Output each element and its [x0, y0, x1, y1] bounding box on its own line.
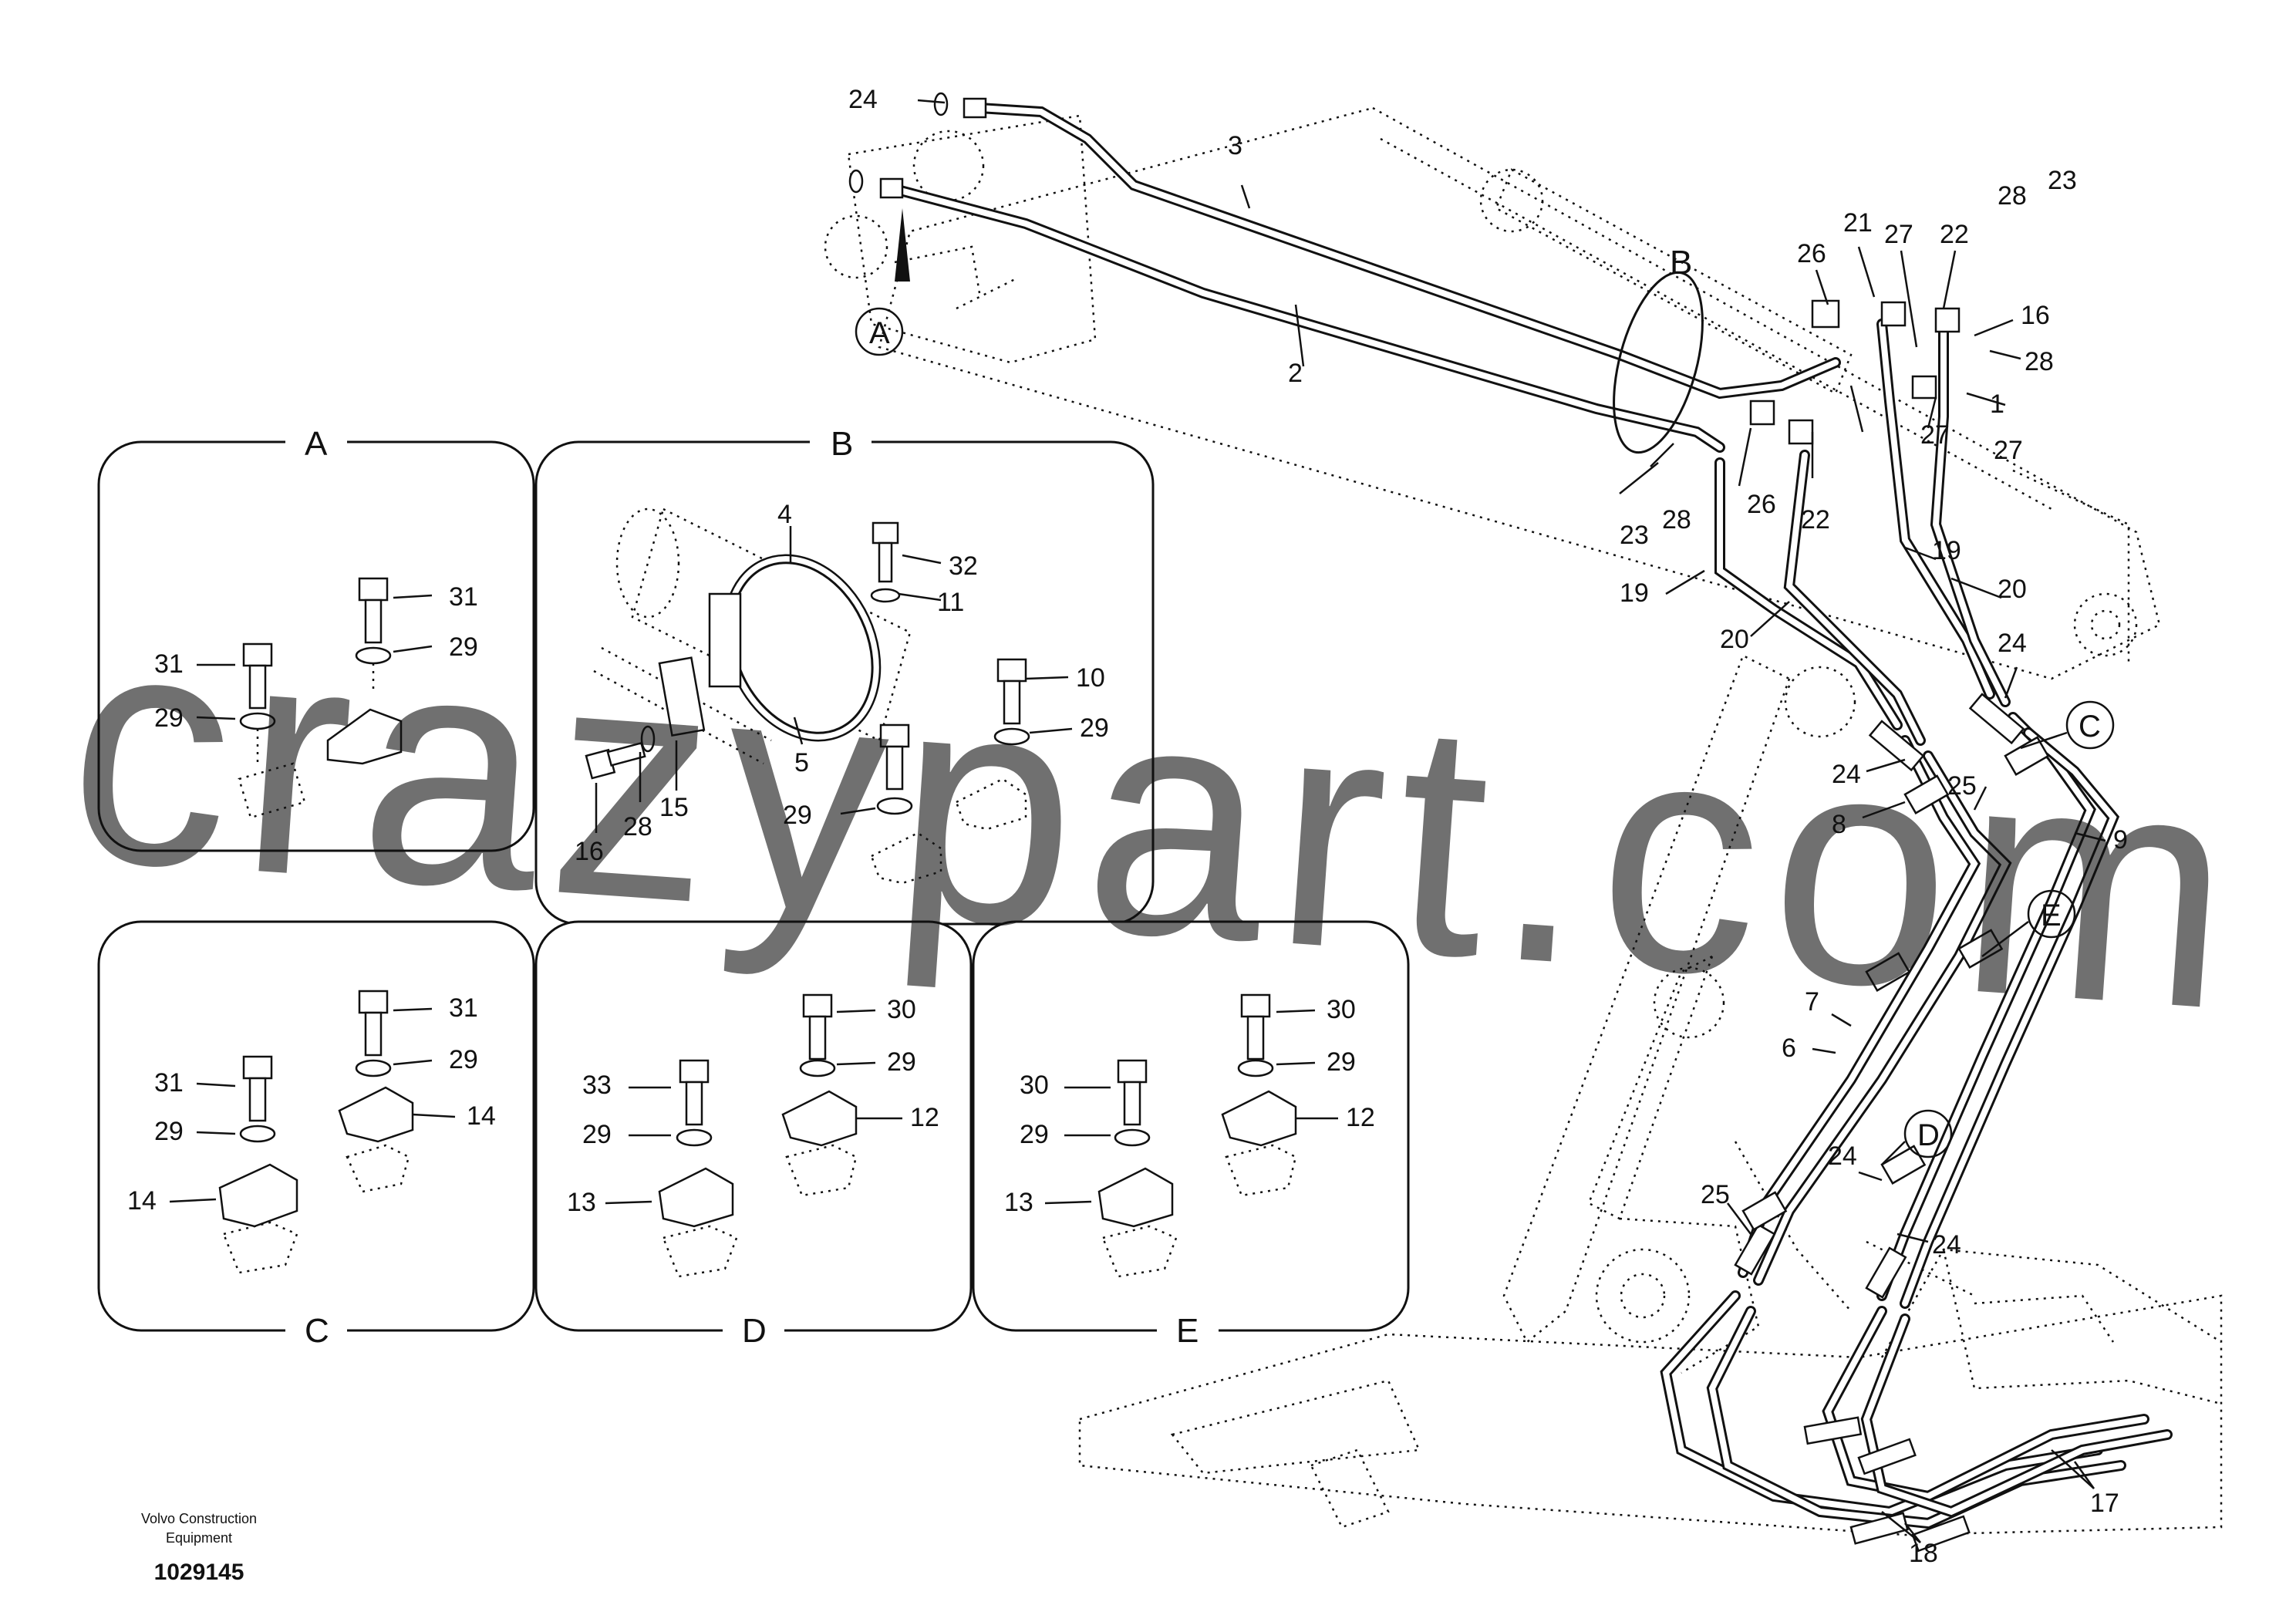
- company-name-line2: Equipment: [166, 1530, 232, 1546]
- callout: 24: [1828, 1141, 1857, 1171]
- callout: 27: [1920, 420, 1950, 450]
- callout: 29: [887, 1047, 916, 1077]
- callout: 16: [575, 837, 604, 866]
- callout: 30: [1327, 995, 1356, 1024]
- callout: 29: [1080, 713, 1109, 743]
- callout: 29: [154, 1117, 184, 1146]
- detail-panel-b: B: [534, 425, 1155, 926]
- callout: 25: [1701, 1180, 1730, 1209]
- leader-lines: [855, 99, 2115, 1543]
- company-name-line1: Volvo Construction: [141, 1511, 257, 1526]
- callout: 21: [1843, 208, 1873, 238]
- callout: 29: [1327, 1047, 1356, 1077]
- callout: 15: [659, 793, 689, 822]
- section-ref-b: B: [1670, 244, 1692, 282]
- callout: 3: [1228, 131, 1242, 160]
- callout: 19: [1620, 578, 1649, 608]
- panel-title: E: [1176, 1312, 1199, 1350]
- callout: 31: [449, 582, 478, 612]
- callout: 32: [949, 551, 978, 581]
- callout: 29: [449, 1045, 478, 1074]
- main-callouts: 24 3 2 21 26 27 22 28 23 16 28 1 27 27 2…: [848, 85, 2128, 1568]
- callout: 4: [777, 500, 792, 529]
- machine-outline: [824, 106, 2223, 1536]
- callout: 27: [1884, 220, 1913, 249]
- callout: 14: [127, 1186, 157, 1216]
- callout: 33: [582, 1071, 612, 1100]
- callout: 14: [467, 1101, 496, 1131]
- detail-ref-a: A: [869, 316, 890, 350]
- callout: 22: [1801, 505, 1830, 534]
- detail-panel-c: C 31 29 31 14 29 14: [97, 920, 535, 1350]
- callout: 13: [1004, 1188, 1033, 1217]
- detail-ref-c: C: [2079, 710, 2101, 744]
- callout: 31: [154, 649, 184, 679]
- callout: 25: [1947, 771, 1977, 801]
- callout: 7: [1805, 987, 1819, 1017]
- callout: 29: [1020, 1120, 1049, 1149]
- callout: 12: [910, 1103, 939, 1132]
- callout: 29: [783, 801, 812, 830]
- callout: 30: [887, 995, 916, 1024]
- callout: 27: [1994, 436, 2023, 465]
- panel-title: A: [305, 425, 328, 463]
- callout: 5: [794, 748, 809, 777]
- callout: 28: [1998, 181, 2027, 211]
- callout: 17: [2090, 1489, 2119, 1518]
- corner-label: Volvo Construction Equipment 1029145: [141, 1511, 257, 1585]
- callout: 24: [848, 85, 878, 114]
- callout: 26: [1797, 239, 1826, 268]
- callout: 29: [154, 703, 184, 733]
- callout: 2: [1288, 359, 1303, 388]
- callout: 23: [2048, 166, 2077, 195]
- drawing-number: 1029145: [154, 1560, 244, 1585]
- callout: 28: [1662, 505, 1691, 534]
- callout: 16: [2021, 301, 2050, 330]
- callout: 22: [1940, 220, 1969, 249]
- panel-title: D: [742, 1312, 767, 1350]
- detail-panel-a: A 31 29 31 29: [97, 425, 535, 852]
- callout: 29: [582, 1120, 612, 1149]
- callout: 24: [1998, 629, 2027, 658]
- detail-ref-e: E: [2041, 899, 2062, 932]
- callout: 12: [1346, 1103, 1375, 1132]
- callout: 31: [154, 1068, 184, 1098]
- callout: 1: [1990, 389, 2004, 419]
- callout: 8: [1832, 810, 1846, 839]
- panel-title: B: [831, 425, 853, 463]
- callout: 20: [1720, 625, 1749, 654]
- callout: 24: [1832, 760, 1861, 789]
- callout: 28: [623, 812, 652, 841]
- hydraulic-lines: [848, 92, 2173, 1553]
- callout: 6: [1782, 1034, 1796, 1063]
- callout: 10: [1076, 663, 1105, 693]
- callout: 31: [449, 993, 478, 1023]
- callout: 11: [937, 588, 964, 617]
- callout: 28: [2025, 347, 2054, 376]
- callout: 30: [1020, 1071, 1049, 1100]
- callout: 26: [1747, 490, 1776, 519]
- detail-panel-d: D 30 29 33 12 29 13: [534, 920, 973, 1350]
- callout: 9: [2113, 825, 2128, 855]
- callout: 23: [1620, 521, 1649, 550]
- callout: 18: [1909, 1539, 1938, 1568]
- detail-ref-d: D: [1917, 1118, 1940, 1152]
- callout: 13: [567, 1188, 596, 1217]
- panel-title: C: [305, 1312, 329, 1350]
- callout: 29: [449, 632, 478, 662]
- detail-panel-e: E 30 29 30 12 29 13: [972, 920, 1410, 1350]
- callout: 20: [1998, 575, 2027, 604]
- callout: 19: [1932, 536, 1961, 565]
- callout: 24: [1932, 1230, 1961, 1259]
